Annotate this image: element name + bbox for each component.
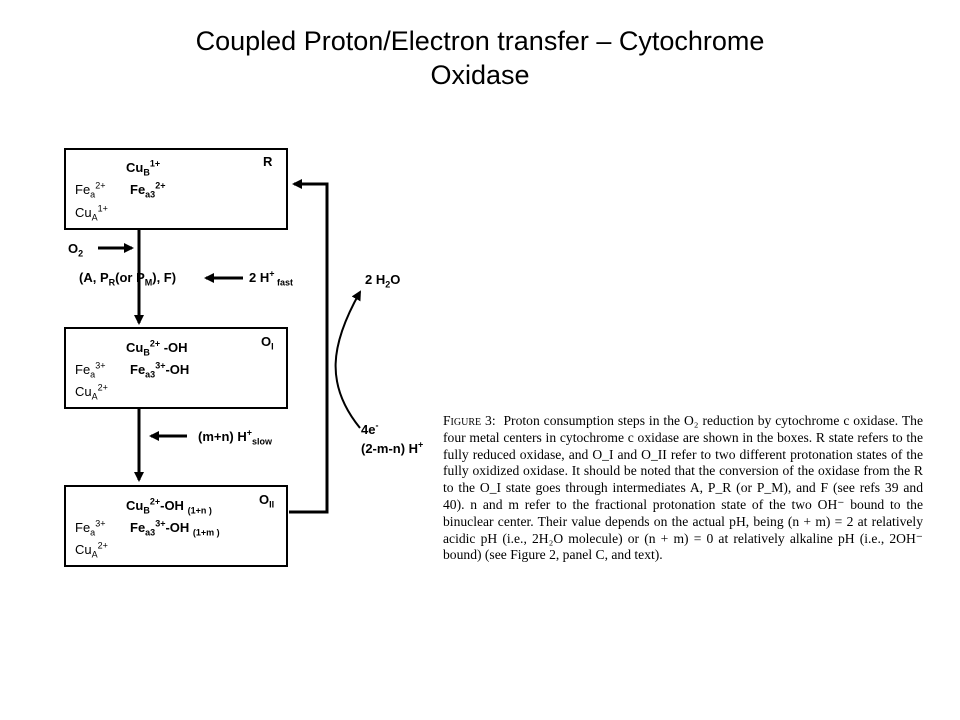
slide-title: Coupled Proton/Electron transfer – Cytoc…: [0, 24, 960, 92]
box-oi-cub: CuB2+ -OH: [126, 338, 188, 358]
figure-caption: Figure 3: Proton consumption steps in th…: [443, 413, 923, 564]
water-curve: [334, 290, 361, 429]
box-oii-label: OII: [259, 492, 275, 510]
box-r-fea: Fea2+: [75, 180, 106, 200]
box-r-cua: CuA1+: [75, 203, 108, 223]
box-oii-fea3: Fea33+-OH (1+m ): [130, 518, 220, 538]
box-oii-cua: CuA2+: [75, 540, 108, 560]
title-line-2: Oxidase: [430, 60, 530, 90]
box-oi-state: [64, 327, 288, 409]
caption-text: Proton consumption steps in the O₂ reduc…: [443, 413, 924, 563]
caption-figure-label: Figure 3:: [443, 413, 496, 428]
box-oii-cub: CuB2+-OH (1+n ): [126, 496, 212, 516]
water-label: 2 H2O: [365, 272, 401, 290]
box-oi-fea: Fea3+: [75, 360, 106, 380]
box-oi-fea3: Fea33+-OH: [130, 360, 190, 380]
box-oii-fea: Fea3+: [75, 518, 106, 538]
protons-return-label: (2-m-n) H+: [361, 439, 424, 456]
return-path: [289, 179, 329, 514]
box-r-state: [64, 148, 288, 230]
box-oii-state: [64, 485, 288, 567]
proton-fast-label: 2 H+ fast: [249, 268, 294, 288]
box-oi-label: OI: [261, 334, 274, 352]
box-r-label: R: [263, 154, 273, 169]
box-r-fea3: Fea32+: [130, 180, 166, 200]
proton-slow-label: (m+n) H+slow: [198, 427, 273, 447]
o2-label: O2: [68, 241, 84, 259]
electrons-label: 4e-: [361, 420, 379, 437]
box-oi-cua: CuA2+: [75, 382, 108, 402]
title-line-1: Coupled Proton/Electron transfer – Cytoc…: [195, 26, 765, 56]
intermediates-label: (A, PR(or PM), F): [79, 270, 177, 288]
box-r-cub: CuB1+: [126, 158, 161, 178]
